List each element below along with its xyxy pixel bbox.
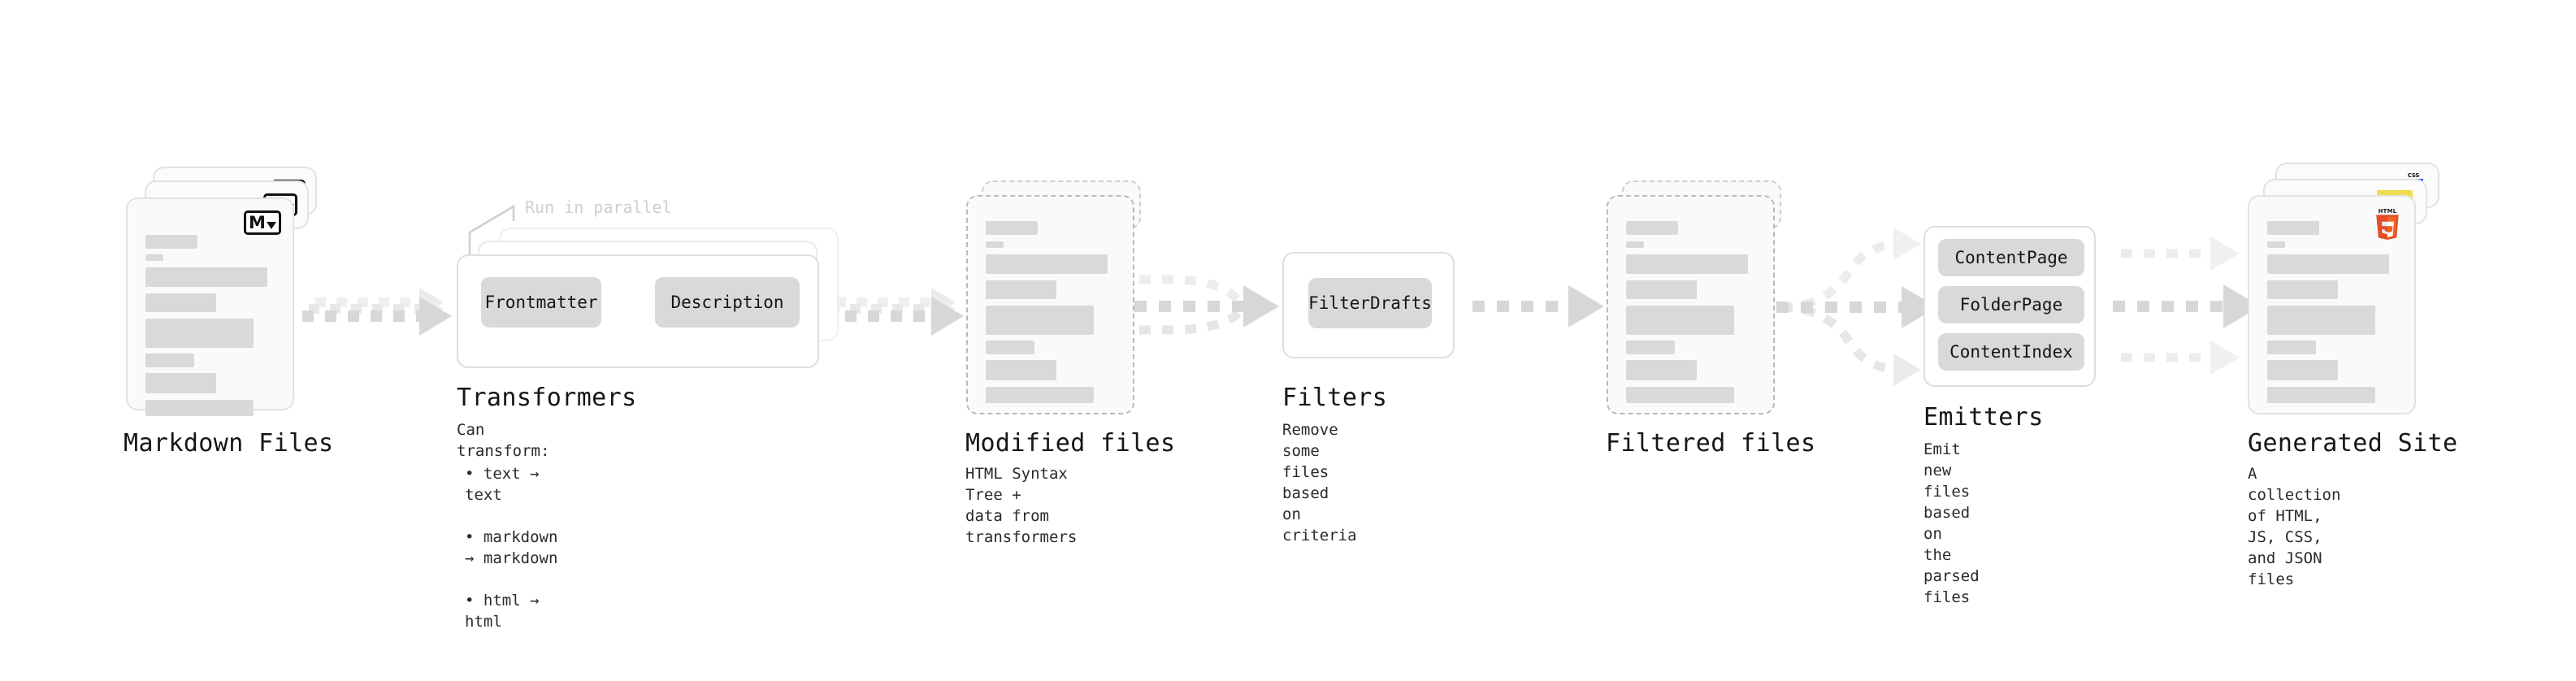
- arrow-emitters-to-site: [2113, 236, 2261, 375]
- skeleton-line: [986, 280, 1056, 299]
- generated-site-subtitle: A collection of HTML, JS, CSS, and JSON …: [2248, 465, 2341, 588]
- filtered-card-front: [1607, 195, 1775, 414]
- bullet-text: html → html: [465, 592, 540, 631]
- skeleton-line: [2267, 254, 2389, 274]
- run-in-parallel-bracket: [468, 204, 515, 257]
- modified-card-front: [966, 195, 1134, 414]
- site-card-front: HTML: [2248, 195, 2416, 414]
- markdown-icon-letter: M: [249, 212, 266, 232]
- transformer-box-front: Frontmatter Description: [457, 254, 819, 368]
- emitter-chip-label: ContentIndex: [1949, 342, 2073, 362]
- transformers-bullets: • text → text • markdown → markdown • ht…: [465, 442, 557, 632]
- skeleton-line: [986, 360, 1056, 380]
- skeleton-line: [986, 306, 1094, 335]
- transformer-chip-frontmatter[interactable]: Frontmatter: [481, 277, 601, 327]
- stage-title-emitters: Emitters: [1923, 403, 2044, 432]
- emitter-chip-label: FolderPage: [1959, 295, 2063, 314]
- skeleton-line: [1626, 306, 1734, 335]
- filter-chip-filterdrafts[interactable]: FilterDrafts: [1308, 278, 1432, 328]
- css-icon-label: CSS: [2407, 172, 2420, 179]
- skeleton-line: [2267, 387, 2375, 403]
- transformer-chip-label: Frontmatter: [484, 293, 598, 312]
- transformer-chip-label: Description: [670, 293, 784, 312]
- skeleton-line: [2267, 221, 2319, 235]
- skeleton-line: [145, 293, 216, 312]
- emitters-subtitle: Emit new files based on the parsed files: [1923, 440, 1980, 606]
- skeleton-line: [1626, 360, 1697, 380]
- emitters-box: ContentPage FolderPage ContentIndex: [1923, 226, 2096, 387]
- bullet-item: • markdown → markdown: [465, 528, 558, 567]
- stage-title-transformers: Transformers: [457, 384, 637, 412]
- markdown-icon: M: [244, 210, 281, 235]
- skeleton-line: [1626, 340, 1675, 354]
- skeleton-line: [986, 241, 1004, 248]
- skeleton-line: [1626, 254, 1748, 274]
- skeleton-line: [1626, 221, 1678, 235]
- skeleton-line: [986, 387, 1094, 403]
- skeleton-line: [1626, 241, 1644, 248]
- skeleton-line: [1626, 280, 1697, 299]
- skeleton-line: [145, 319, 254, 348]
- run-in-parallel-label: Run in parallel: [525, 197, 672, 217]
- transformers-subtitle: Can transform:: [457, 421, 550, 460]
- skeleton-line: [2267, 340, 2316, 354]
- emitter-chip-contentpage[interactable]: ContentPage: [1938, 239, 2084, 276]
- skeleton-line: [2267, 280, 2338, 299]
- emitter-chip-contentindex[interactable]: ContentIndex: [1938, 333, 2084, 371]
- svg-text:HTML: HTML: [2379, 208, 2397, 215]
- bullet-item: • html → html: [465, 592, 540, 631]
- bullet-item: • text → text: [465, 465, 540, 504]
- filters-subtitle: Remove some files based on criteria: [1282, 421, 1357, 544]
- arrow-modified-to-filters: [1134, 275, 1279, 335]
- stage-title-generated-site: Generated Site: [2248, 429, 2458, 458]
- emitter-chip-label: ContentPage: [1954, 248, 2068, 267]
- filters-box: FilterDrafts: [1282, 252, 1455, 358]
- skeleton-line: [2267, 306, 2375, 335]
- arrow-markdown-to-transformers: [302, 288, 452, 336]
- modified-files-subtitle: HTML Syntax Tree + data from transformer…: [965, 465, 1078, 546]
- skeleton-line: [986, 254, 1108, 274]
- stage-title-modified-files: Modified files: [965, 429, 1176, 458]
- skeleton-line: [145, 400, 254, 416]
- bullet-text: markdown → markdown: [465, 528, 558, 567]
- skeleton-line: [1626, 387, 1734, 403]
- stage-title-filters: Filters: [1282, 384, 1388, 412]
- skeleton-line: [986, 340, 1034, 354]
- stage-title-filtered-files: Filtered files: [1606, 429, 1816, 458]
- bullet-text: text → text: [465, 465, 540, 504]
- emitter-chip-folderpage[interactable]: FolderPage: [1938, 286, 2084, 323]
- skeleton-line: [145, 235, 197, 249]
- skeleton-line: [145, 267, 267, 287]
- stage-title-markdown-files: Markdown Files: [124, 429, 334, 458]
- arrow-transformers-to-modified: [822, 288, 964, 336]
- skeleton-line: [145, 373, 216, 393]
- skeleton-line: [145, 254, 163, 261]
- skeleton-line: [2267, 360, 2338, 380]
- skeleton-line: [145, 354, 194, 367]
- arrow-filtered-to-emitters: [1776, 228, 1937, 386]
- markdown-card-front: M: [126, 197, 294, 416]
- skeleton-line: [2267, 241, 2285, 248]
- html5-icon: HTML: [2376, 208, 2399, 240]
- arrow-filters-to-filtered: [1472, 285, 1604, 327]
- skeleton-line: [986, 221, 1038, 235]
- filter-chip-label: FilterDrafts: [1308, 293, 1432, 313]
- transformer-chip-description[interactable]: Description: [655, 277, 800, 327]
